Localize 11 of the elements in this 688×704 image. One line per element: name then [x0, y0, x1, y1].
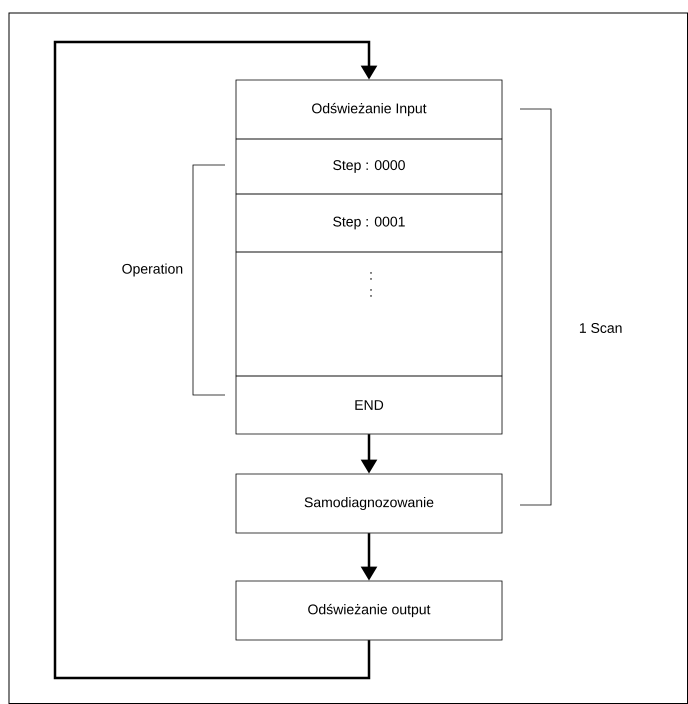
process-box: Samodiagnozowanie — [236, 474, 502, 534]
bracket-label: Operation — [122, 263, 182, 277]
process-box: Step : 0000 — [236, 138, 502, 194]
process-box: Odświeżanie output — [236, 580, 502, 640]
process-box: Odświeżanie Input — [236, 80, 502, 140]
process-box — [236, 252, 502, 376]
process-box: END — [236, 376, 502, 434]
bracket-label: 1 Scan — [580, 323, 622, 333]
arrow — [54, 40, 378, 680]
process-box: Step : 0001 — [236, 194, 502, 252]
dots: : : — [370, 272, 372, 297]
